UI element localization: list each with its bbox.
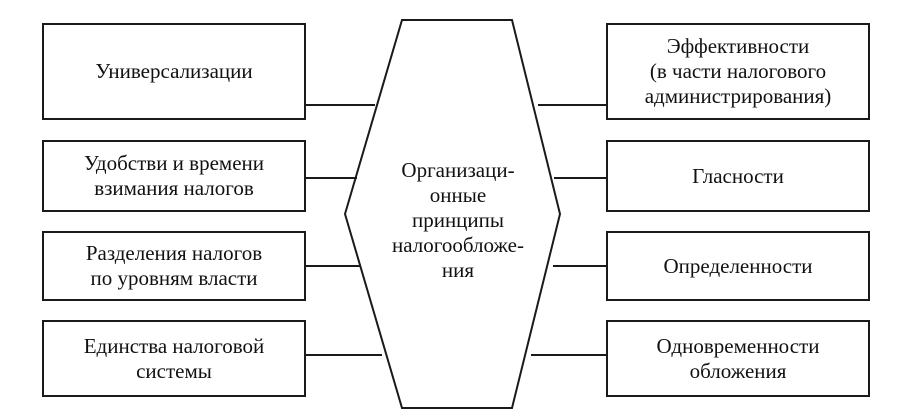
right-principle-certainty: Определенности — [606, 231, 870, 301]
left-principle-universalization: Универсализации — [42, 23, 306, 120]
center-label: Организаци- онные принципы налогообложе-… — [392, 157, 524, 282]
right-principle-efficiency: Эффективности (в части налогового админи… — [606, 23, 870, 120]
center-hexagon — [343, 19, 562, 409]
left-principle-unity: Единства налоговой системы — [42, 320, 306, 397]
right-principle-simultaneity: Одновременности обложения — [606, 320, 870, 397]
right-principle-transparency: Гласности — [606, 140, 870, 212]
left-principle-convenience: Удобстви и времени взимания налогов — [42, 140, 306, 212]
left-principle-separation: Разделения налогов по уровням власти — [42, 231, 306, 301]
